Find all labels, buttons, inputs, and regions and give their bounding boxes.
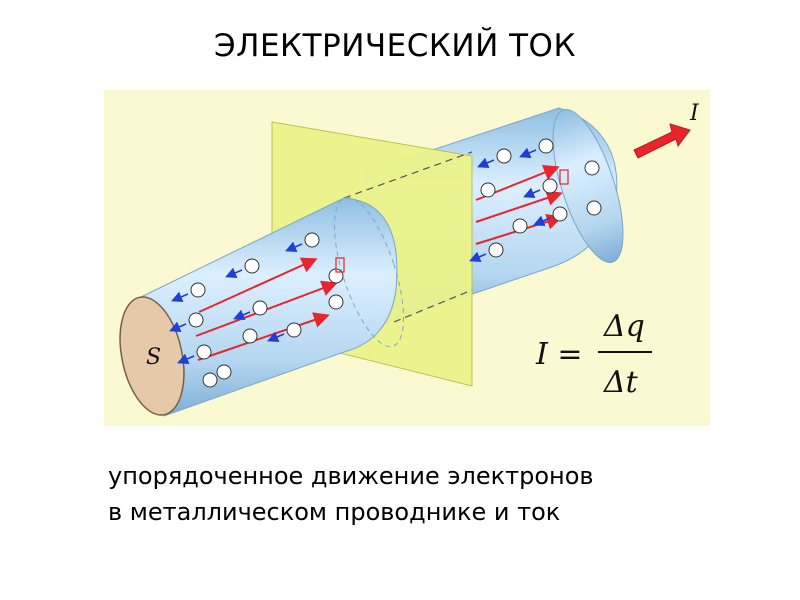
current-formula: I = Δq Δt [535,309,652,400]
hidden-edge-bottom [393,289,473,323]
current-label: I [689,101,700,126]
electrons-far [480,138,602,258]
cylinder-near-segment [138,196,405,417]
end-face [119,296,185,416]
caption-line-2: в металлическом проводнике и ток [108,498,561,526]
cross-section-label: S [146,345,161,370]
field-symbols [335,169,569,273]
electron-arrows [169,147,551,364]
caption-line-1: упорядоченное движение электронов [108,462,594,490]
conductor-diagram: S I I = Δq Δt [104,90,710,426]
formula-lhs: I = [535,337,583,372]
caption: упорядоченное движение электронов в мета… [108,458,594,530]
hidden-edge-top [343,151,473,199]
page-title: ЭЛЕКТРИЧЕСКИЙ ТОК [214,28,576,64]
formula-denominator: Δt [603,365,639,400]
current-arrow [633,123,691,159]
formula-numerator: Δq [603,309,645,344]
